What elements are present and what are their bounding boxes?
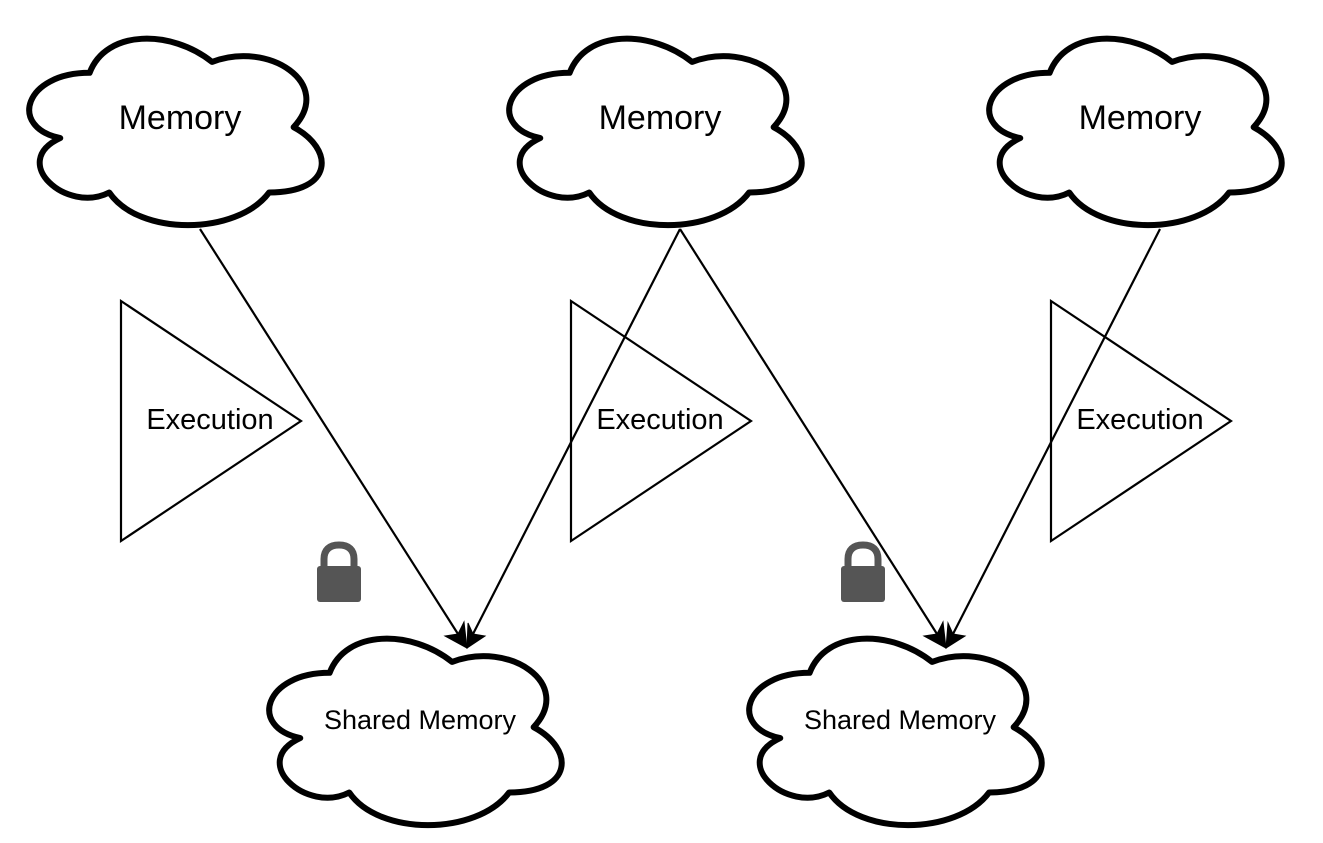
memory-label: Memory xyxy=(1079,99,1202,137)
connection-mem3-to-shared2[interactable] xyxy=(945,228,1161,649)
memory-label: Memory xyxy=(599,99,722,137)
execution-triangle xyxy=(119,298,303,544)
arrowhead xyxy=(443,620,468,649)
arrow-line xyxy=(952,228,1161,635)
execution-triangle xyxy=(569,298,753,544)
execution-label: Execution xyxy=(146,404,273,436)
arrow-line xyxy=(472,228,681,635)
lock-icon xyxy=(317,541,361,602)
shared-memory-cloud-1[interactable]: Shared Memory xyxy=(269,639,561,825)
arrow-line xyxy=(679,228,938,635)
arrowhead xyxy=(922,620,947,649)
execution-unit-1[interactable]: Execution xyxy=(119,298,303,544)
connection-mem2-to-shared2[interactable] xyxy=(679,228,947,649)
execution-label: Execution xyxy=(596,404,723,436)
connection-mem2-to-shared1[interactable] xyxy=(466,228,681,649)
execution-label: Execution xyxy=(1076,404,1203,436)
arrowhead xyxy=(466,622,487,649)
lock-icon xyxy=(841,541,885,602)
shared-memory-label: Shared Memory xyxy=(324,705,517,735)
memory-cloud-3[interactable]: Memory xyxy=(989,39,1281,225)
memory-label: Memory xyxy=(119,99,242,137)
shared-memory-cloud-2[interactable]: Shared Memory xyxy=(749,639,1041,825)
arrowhead xyxy=(945,621,967,649)
execution-triangle xyxy=(1049,298,1233,544)
shared-memory-label: Shared Memory xyxy=(804,705,997,735)
memory-cloud-2[interactable]: Memory xyxy=(509,39,801,225)
memory-cloud-1[interactable]: Memory xyxy=(29,39,321,225)
arrow-line xyxy=(199,228,459,635)
execution-unit-2[interactable]: Execution xyxy=(569,298,753,544)
connection-mem1-to-shared1[interactable] xyxy=(199,228,468,649)
execution-unit-3[interactable]: Execution xyxy=(1049,298,1233,544)
